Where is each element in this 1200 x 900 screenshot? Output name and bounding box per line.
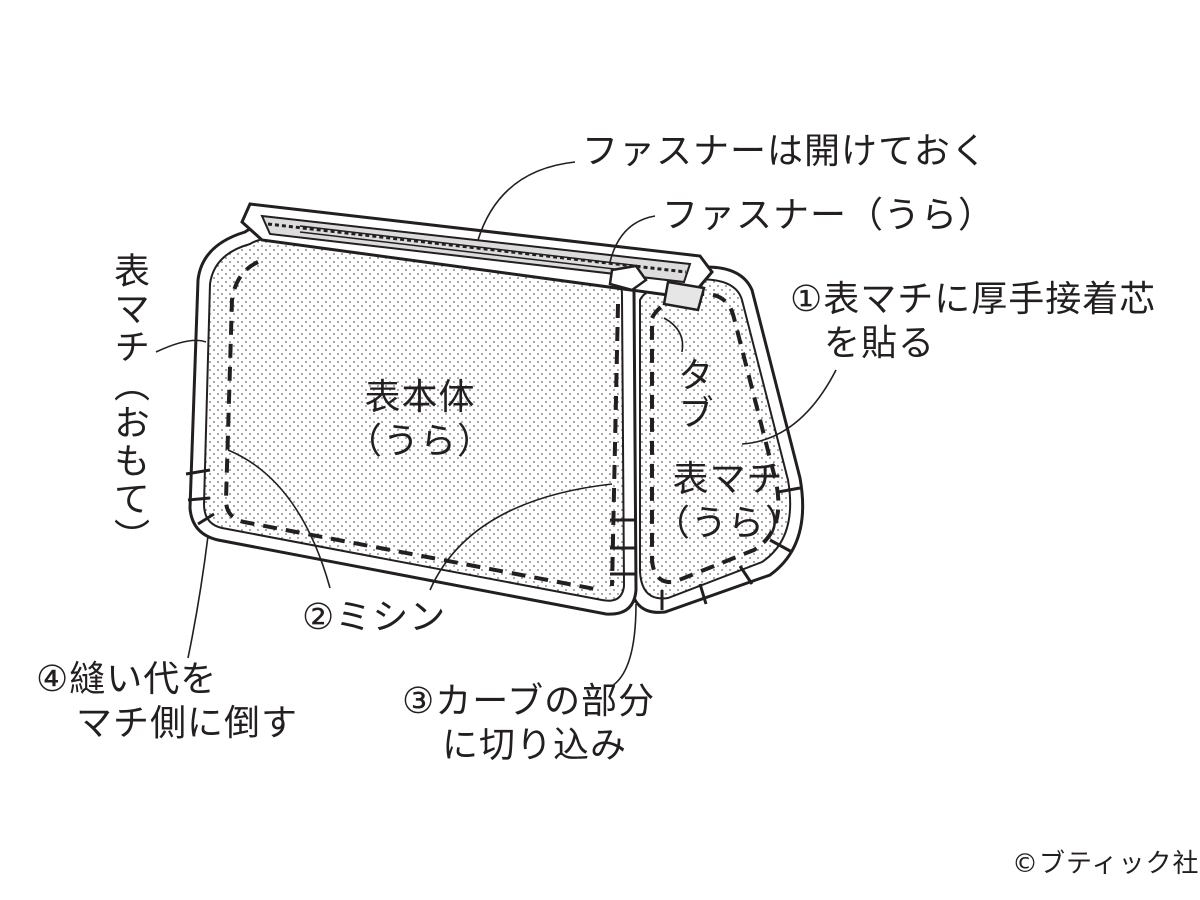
label-body-line1: 表本体 bbox=[364, 377, 476, 418]
label-tab: タブ bbox=[672, 356, 713, 432]
label-step3: ③カーブの部分 に切り込み bbox=[402, 680, 655, 768]
label-step4-line1: ④縫い代を bbox=[36, 659, 218, 700]
label-step4: ④縫い代を マチ側に倒す bbox=[36, 658, 298, 746]
label-gusset-back: 表マチ （うら） bbox=[654, 458, 802, 546]
label-gusset-front: 表マチ（おもて） bbox=[108, 252, 149, 556]
label-gusset-back-line2: （うら） bbox=[654, 503, 803, 544]
label-fastener-back: ファスナー（うら） bbox=[662, 195, 996, 236]
leader-lines bbox=[155, 161, 837, 687]
gusset-back bbox=[626, 265, 805, 614]
label-fastener-open: ファスナーは開けておく bbox=[582, 131, 988, 172]
label-step3-line2: に切り込み bbox=[442, 725, 628, 766]
label-step1: ①表マチに厚手接着芯 を貼る bbox=[790, 278, 1156, 366]
label-step1-line2: を貼る bbox=[824, 323, 936, 364]
label-step2: ②ミシン bbox=[302, 597, 447, 638]
label-body-line2: （うら） bbox=[346, 421, 495, 462]
label-step1-line1: ①表マチに厚手接着芯 bbox=[790, 279, 1157, 320]
label-body: 表本体 （うら） bbox=[346, 376, 494, 464]
zipper bbox=[240, 202, 714, 312]
label-step4-line2: マチ側に倒す bbox=[76, 703, 299, 744]
copyright: ©ブティック社 bbox=[1012, 849, 1200, 879]
label-step3-line1: ③カーブの部分 bbox=[402, 681, 656, 722]
label-gusset-back-line1: 表マチ bbox=[672, 459, 784, 500]
